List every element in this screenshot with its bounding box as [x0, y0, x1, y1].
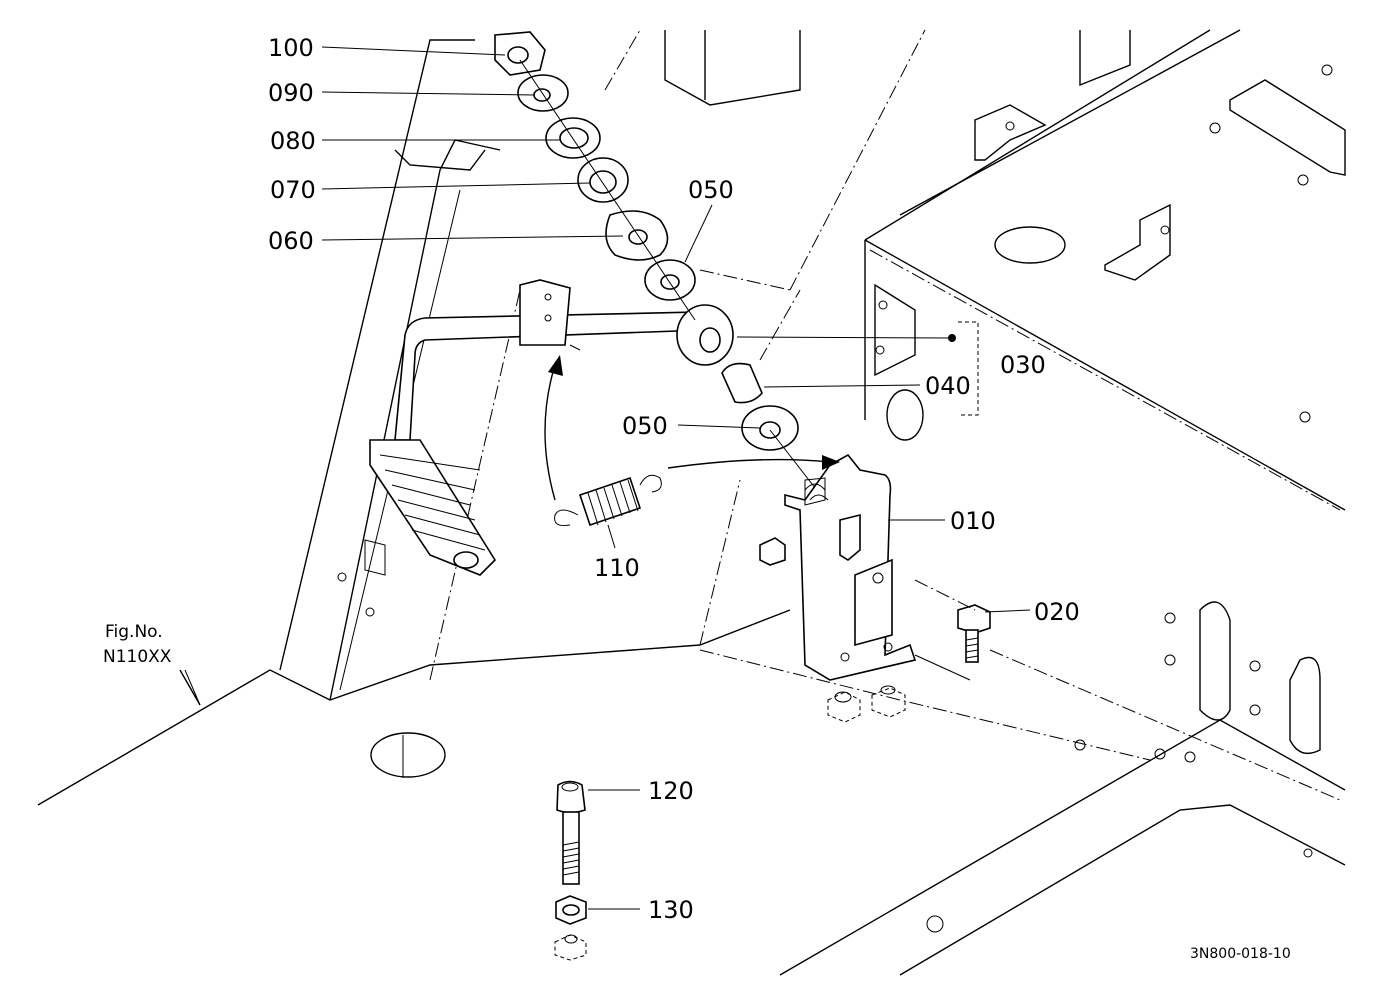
callout-040: 040: [925, 372, 971, 400]
pedal-arm-assembly: [369, 279, 734, 576]
group-bracket-030: [948, 321, 979, 416]
callout-labels: 100 090 080 070 060 050 030 040 050 010 …: [103, 34, 1291, 962]
frame-holes: [337, 64, 1333, 933]
spring-110: [554, 474, 662, 527]
callout-010: 010: [950, 507, 996, 535]
assembly-arrows: [544, 344, 840, 501]
callout-080: 080: [270, 127, 316, 155]
callout-070: 070: [270, 176, 316, 204]
bolt-120: [556, 780, 586, 885]
callout-120: 120: [648, 777, 694, 805]
nut-130: [554, 895, 587, 961]
callout-050-lower: 050: [622, 412, 668, 440]
chassis-outline: [37, 29, 1346, 976]
callout-030: 030: [1000, 351, 1046, 379]
callout-100: 100: [268, 34, 314, 62]
callout-060: 060: [268, 227, 314, 255]
callout-110: 110: [594, 554, 640, 582]
callout-130: 130: [648, 896, 694, 924]
bolt-020: [914, 579, 991, 681]
drawing-reference: 3N800-018-10: [1190, 946, 1291, 962]
figure-number-value: N110XX: [103, 647, 172, 667]
figure-number-label: Fig.No.: [105, 622, 163, 642]
bracket-010: [759, 453, 917, 723]
callout-090: 090: [268, 79, 314, 107]
callout-050-upper: 050: [688, 176, 734, 204]
callout-020: 020: [1034, 598, 1080, 626]
leader-lines: [184, 46, 1031, 910]
washer-stack: [494, 31, 841, 521]
